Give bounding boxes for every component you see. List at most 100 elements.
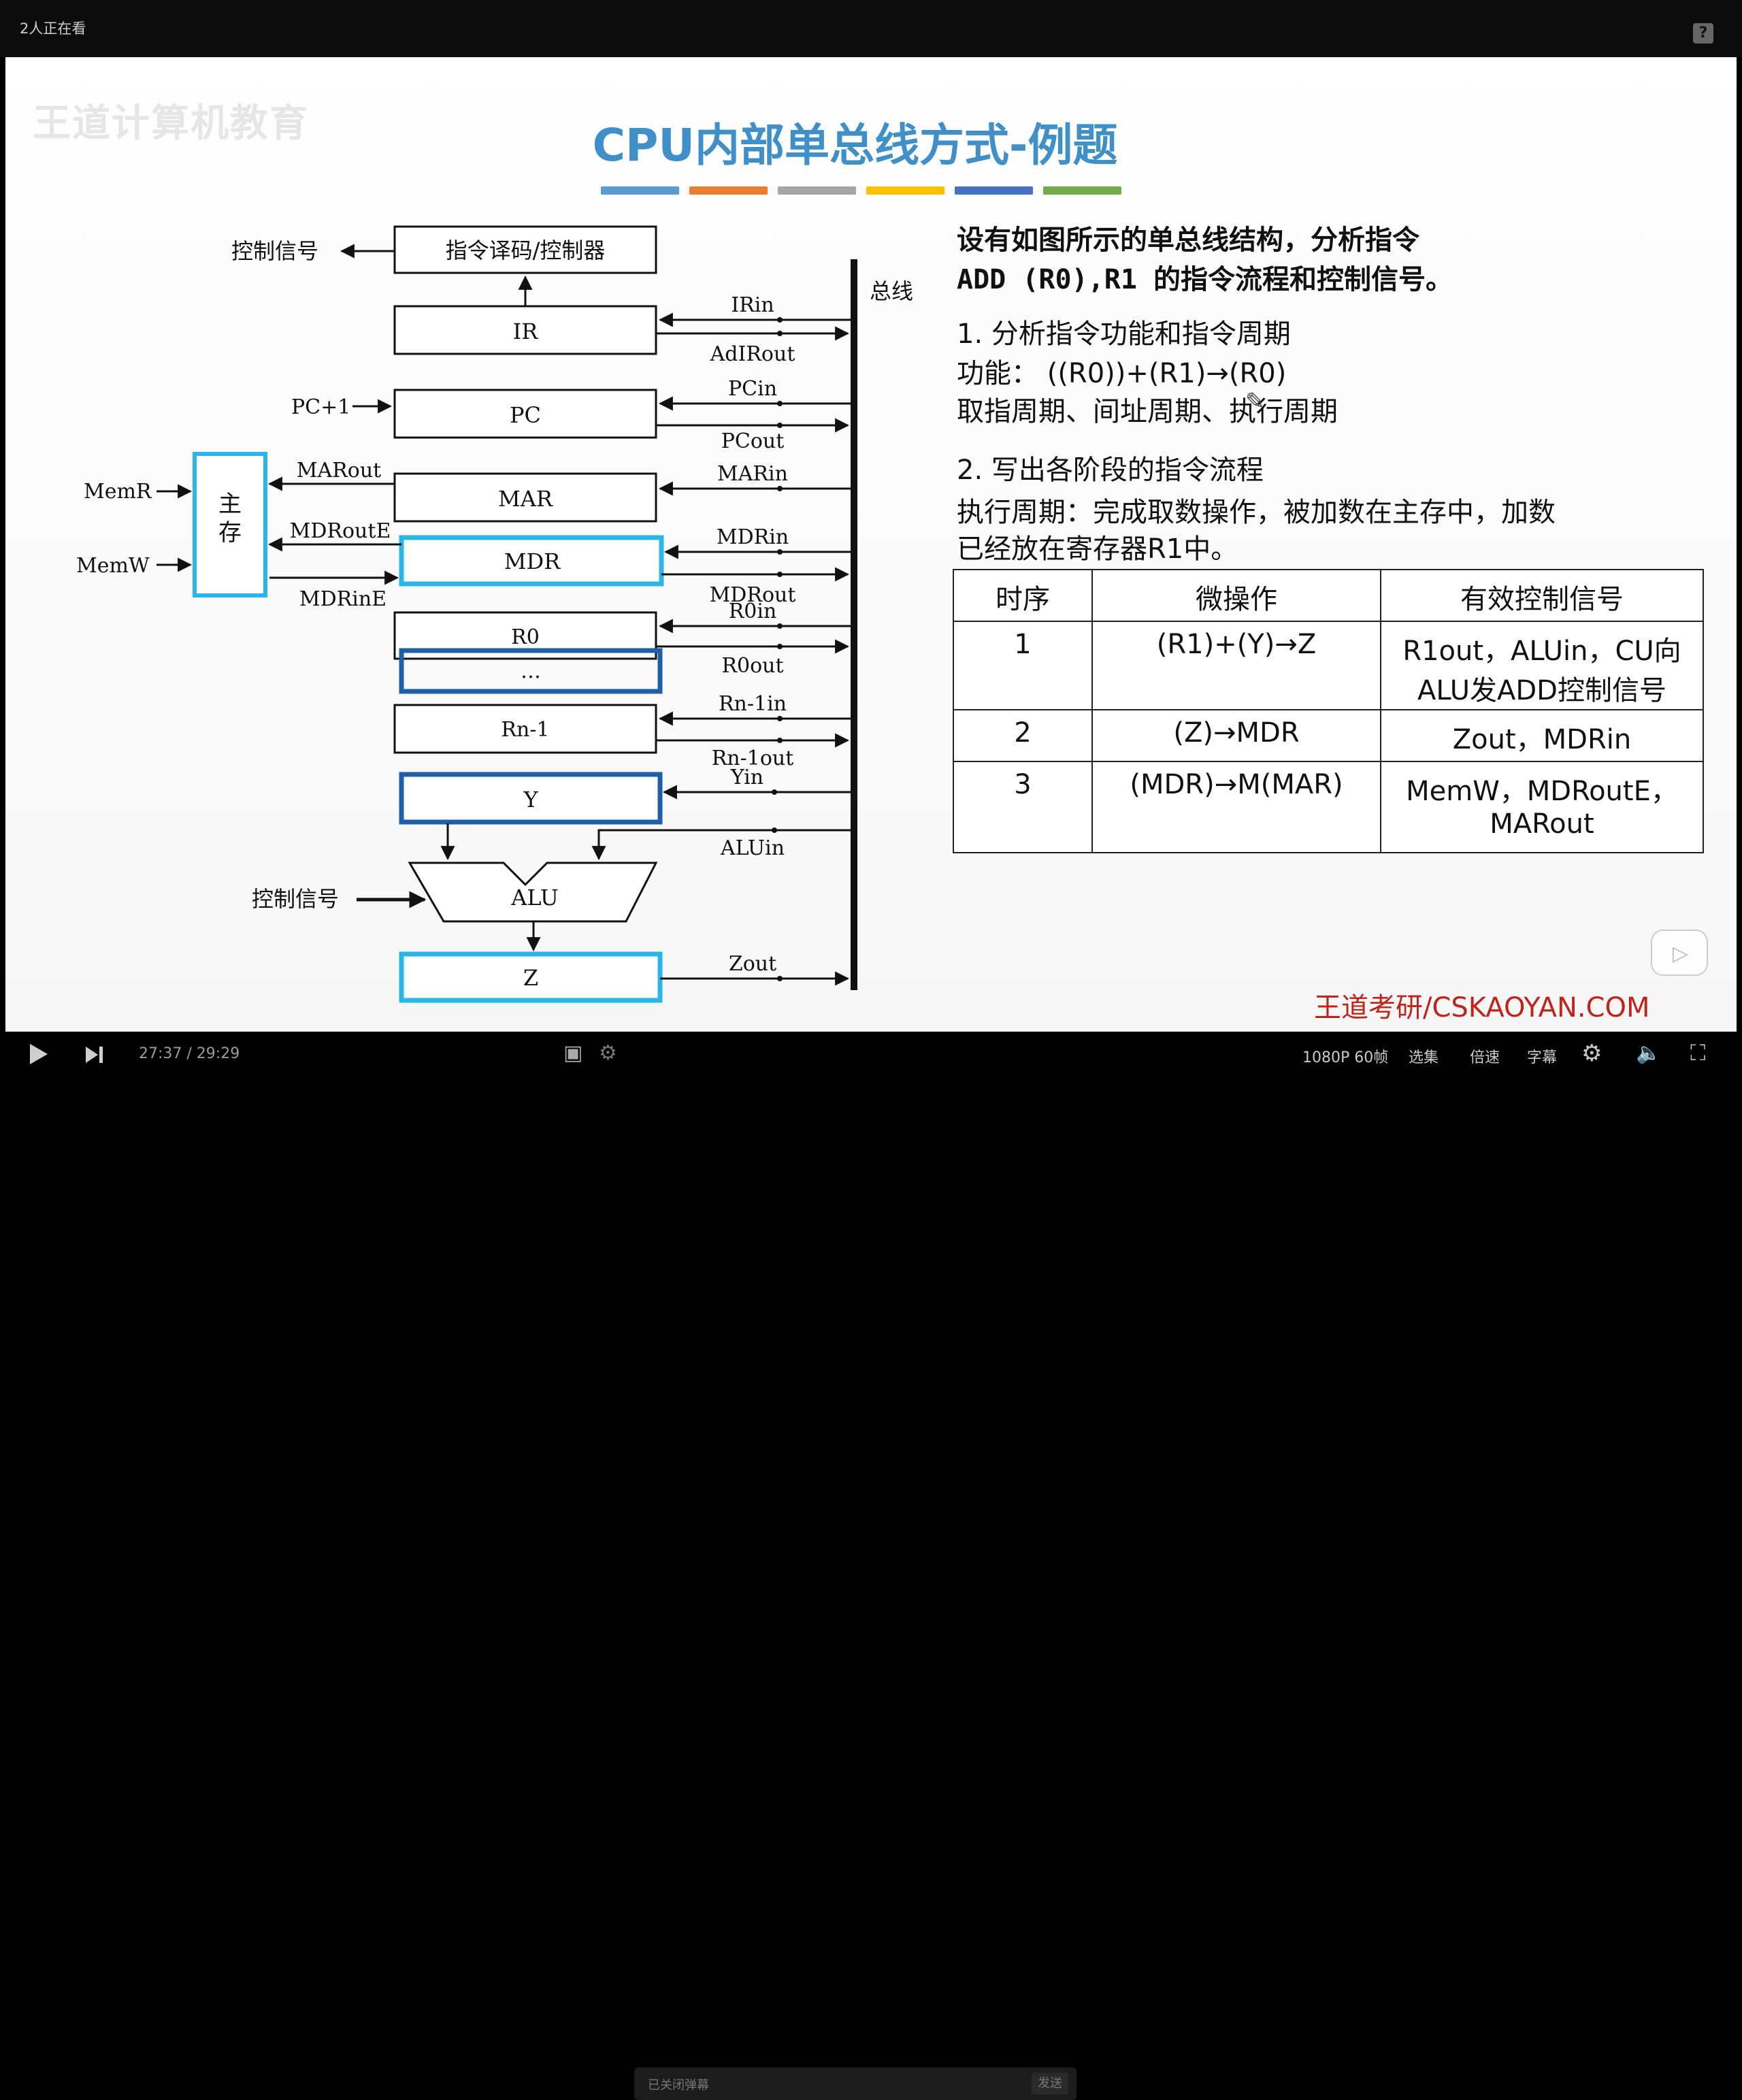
time-display: 27:37 / 29:29 [139, 1045, 240, 1062]
danmaku-input[interactable]: 已关闭弹幕 发送 [634, 2067, 1077, 2100]
next-icon[interactable] [84, 1045, 105, 1064]
micro-op-table: 时序 微操作 有效控制信号 1 (R1)+(Y)→Z R1out，ALUin，C… [953, 569, 1704, 853]
dots-box [399, 648, 663, 694]
section-2-heading: 2. 写出各阶段的指令流程 [957, 455, 1264, 486]
single-bus-diagram: 总线 指令译码/控制器 控制信号 IR IRin AdIRout PC PC+1… [76, 225, 913, 1003]
signals-line-1: R1out，ALUin，CU向 [1402, 636, 1681, 667]
pc-box [393, 389, 657, 439]
table-cell-signals: R1out，ALUin，CU向 ALU发ADD控制信号 [1380, 621, 1704, 710]
main-memory-label-2: 存 [218, 519, 242, 546]
main-memory-label-1: 主 [218, 491, 242, 518]
yin-label: Yin [730, 766, 763, 789]
table-header-row: 时序 微操作 有效控制信号 [953, 569, 1704, 622]
signals-line-2: ALU发ADD控制信号 [1417, 675, 1666, 706]
color-bar-6 [1043, 186, 1121, 195]
table-cell-op: (MDR)→M(MAR) [1091, 761, 1381, 853]
pen-cursor-icon: ✎ [1245, 388, 1265, 415]
episodes-button[interactable]: 选集 [1409, 1049, 1439, 1066]
main-memory-box [193, 452, 267, 597]
rn-box [393, 704, 657, 754]
mdroute-label: MDRoutE [290, 519, 391, 543]
pcin-label: PCin [728, 377, 777, 401]
color-bar-2 [689, 186, 768, 195]
table-row: 1 (R1)+(Y)→Z R1out，ALUin，CU向 ALU发ADD控制信号 [953, 621, 1704, 710]
exec-desc-line-1: 执行周期：完成取数操作，被加数在主存中，加数 [957, 497, 1556, 528]
danmaku-settings-icon[interactable]: ⚙ [599, 1041, 617, 1065]
adirout-label: AdIRout [710, 342, 795, 366]
viewer-count: 2人正在看 [20, 20, 86, 37]
mar-box [393, 472, 657, 523]
subtitle-button[interactable]: 字幕 [1527, 1049, 1558, 1066]
aluin-dot [772, 827, 777, 833]
question-line-1: 设有如图所示的单总线结构，分析指令 [957, 225, 1419, 256]
marout-label: MARout [297, 459, 381, 482]
mdrout-dot [777, 572, 783, 577]
table-header: 时序 [953, 569, 1093, 622]
pc-label: PC [510, 402, 541, 428]
marin-label: MARin [717, 462, 788, 486]
zout-dot [777, 976, 783, 981]
table-cell-seq: 3 [953, 761, 1093, 853]
color-bar-1 [601, 186, 679, 195]
help-icon[interactable]: ? [1693, 23, 1713, 44]
color-bar-3 [778, 186, 856, 195]
table-cell-seq: 1 [953, 621, 1093, 710]
ir-box [393, 305, 657, 355]
table-cell-op: (Z)→MDR [1091, 709, 1381, 762]
rnin-label: Rn-1in [719, 692, 787, 716]
pcout-label: PCout [721, 429, 785, 453]
rnin-dot [777, 716, 783, 721]
color-bar-4 [866, 186, 944, 195]
alu-label: ALU [510, 885, 559, 910]
r0out-dot [777, 644, 783, 649]
aluin-label: ALUin [720, 836, 785, 860]
mar-label: MAR [498, 486, 553, 512]
r0in-dot [777, 623, 783, 629]
pc-plus-label: PC+1 [291, 395, 350, 419]
player-control-bar: 27:37 / 29:29 ▣ ⚙ 已关闭弹幕 发送 1080P 60帧 选集 … [0, 1032, 1742, 2100]
rn-label: Rn-1 [501, 718, 549, 742]
play-icon[interactable] [27, 1043, 49, 1066]
r0-label: R0 [511, 625, 540, 649]
y-box [399, 772, 663, 825]
table-cell-op: (R1)+(Y)→Z [1091, 621, 1381, 710]
danmaku-toggle-icon[interactable]: ▣ [563, 1041, 583, 1065]
question-line-2: ADD (R0),R1 的指令流程和控制信号。 [957, 264, 1453, 295]
decoder-label: 指令译码/控制器 [446, 237, 606, 263]
function-line: 功能： ((R0))+(R1)→(R0) [957, 358, 1287, 389]
aluin-line [591, 829, 853, 861]
memw-label: MemW [76, 554, 150, 578]
decoder-box [393, 225, 657, 274]
danmaku-placeholder: 已关闭弹幕 [648, 2078, 709, 2093]
mdr-label: MDR [504, 548, 561, 574]
table-header: 微操作 [1091, 569, 1381, 622]
color-bar-5 [955, 186, 1033, 195]
mdr-box [399, 535, 664, 587]
irin-label: IRin [731, 293, 774, 317]
marin-dot [777, 486, 783, 491]
share-button[interactable]: ▷ [1651, 930, 1708, 976]
quality-button[interactable]: 1080P 60帧 [1302, 1049, 1389, 1066]
mdrin-dot [777, 549, 783, 555]
settings-gear-icon[interactable]: ⚙ [1581, 1040, 1603, 1067]
z-label: Z [523, 965, 538, 991]
adirout-dot [777, 331, 783, 336]
table-row: 3 (MDR)→M(MAR) MemW，MDRoutE， MARout [953, 761, 1704, 853]
mdrine-label: MDRinE [299, 587, 387, 611]
table-cell-signals: MemW，MDRoutE， MARout [1380, 761, 1704, 853]
dots-label: … [521, 659, 541, 683]
pcin-dot [777, 401, 783, 406]
section-1-heading: 1. 分析指令功能和指令周期 [957, 318, 1291, 350]
table-cell-signals: Zout，MDRin [1380, 709, 1704, 762]
send-button[interactable]: 发送 [1032, 2073, 1068, 2095]
pcout-dot [777, 423, 783, 428]
ir-label: IR [513, 318, 539, 344]
zout-label: Zout [729, 952, 776, 976]
rnout-label: Rn-1out [712, 747, 794, 770]
fullscreen-icon[interactable]: ⛶ [1690, 1040, 1706, 1066]
top-bar: 2人正在看 ? [0, 0, 1742, 57]
watermark-logo: 王道计算机教育 [33, 101, 309, 146]
speed-button[interactable]: 倍速 [1470, 1049, 1500, 1066]
volume-icon[interactable]: 🔈 [1636, 1041, 1662, 1065]
share-icon: ▷ [1673, 942, 1689, 966]
